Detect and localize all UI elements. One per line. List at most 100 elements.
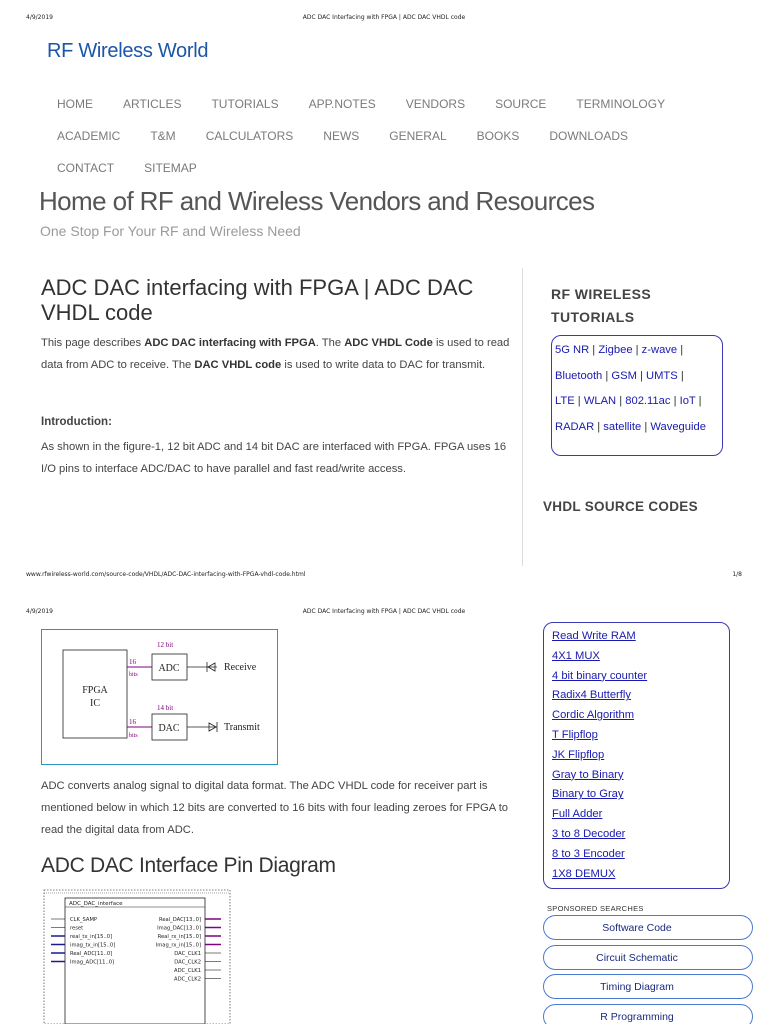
vhdl-link-radix4-butterfly[interactable]: Radix4 Butterfly xyxy=(552,689,631,702)
tutorial-link-wlan[interactable]: WLAN xyxy=(583,395,617,407)
vhdl-links-box: Read Write RAM 4X1 MUX 4 bit binary coun… xyxy=(543,622,730,889)
sponsored-software-code[interactable]: Software Code xyxy=(543,915,753,940)
nav-contact[interactable]: CONTACT xyxy=(57,161,115,175)
pin-imag-tx-in: imag_tx_in[15..0] xyxy=(70,943,115,949)
tutorial-link-umts[interactable]: UMTS xyxy=(646,369,678,382)
print-date: 4/9/2019 xyxy=(26,608,53,615)
pin-imag-adc: Imag_ADC[11..0] xyxy=(70,960,114,966)
column-divider xyxy=(522,268,523,566)
vhdl-link-4-bit-counter[interactable]: 4 bit binary counter xyxy=(552,669,648,682)
tutorial-link-iot[interactable]: IoT xyxy=(679,395,696,407)
vhdl-link-cordic[interactable]: Cordic Algorithm xyxy=(552,709,635,722)
nav-home[interactable]: HOME xyxy=(57,97,93,111)
nav-academic[interactable]: ACADEMIC xyxy=(57,129,121,143)
pin-real-tx-in: real_tx_in[15..0] xyxy=(70,934,112,940)
tutorial-link-radar[interactable]: RADAR xyxy=(555,420,595,433)
adc-bits-top: 12 bit xyxy=(157,641,173,649)
nav-vendors[interactable]: VENDORS xyxy=(405,97,466,111)
fpga-block xyxy=(62,649,128,739)
vhdl-source-codes-heading: VHDL SOURCE CODES xyxy=(543,499,698,514)
dac-label: DAC xyxy=(158,723,179,734)
nav-row-2: ACADEMIC T&M CALCULATORS NEWS GENERAL BO… xyxy=(57,120,697,152)
tutorial-link-satellite[interactable]: satellite xyxy=(603,420,642,433)
pin-dac-clk1: DAC_CLK1 xyxy=(174,951,201,957)
output-pins: Real_DAC[13..0] Imag_DAC[13..0] Real_rx_… xyxy=(156,917,221,983)
vhdl-link-4x1-mux[interactable]: 4X1 MUX xyxy=(552,649,600,662)
site-title[interactable]: RF Wireless World xyxy=(47,40,209,62)
dac-bus-2: bits xyxy=(129,733,138,739)
tutorials-heading: RF WIRELESS TUTORIALS xyxy=(551,286,652,325)
tutorial-link-802-11ac[interactable]: 802.11ac xyxy=(625,395,671,407)
nav-sitemap[interactable]: SITEMAP xyxy=(144,161,197,175)
pin-diagram-svg: ADC_DAC_interface CLK_SAMP reset real_tx… xyxy=(43,889,231,1024)
nav-books[interactable]: BOOKS xyxy=(476,129,520,143)
print-date: 4/9/2019 xyxy=(26,14,53,21)
nav-articles[interactable]: ARTICLES xyxy=(123,97,182,111)
vhdl-link-3-to-8-decoder[interactable]: 3 to 8 Decoder xyxy=(552,827,626,840)
nav-general[interactable]: GENERAL xyxy=(389,129,447,143)
sponsored-timing-diagram[interactable]: Timing Diagram xyxy=(543,974,753,999)
tutorial-link-z-wave[interactable]: z-wave xyxy=(641,344,678,356)
pin-reset: reset xyxy=(70,926,83,932)
nav-app-notes[interactable]: APP.NOTES xyxy=(308,97,376,111)
tutorial-link-waveguide[interactable]: Waveguide xyxy=(650,420,706,433)
block-diagram-svg: FPGA IC ADC 12 bit 16 bits Receive DAC 1… xyxy=(62,641,260,741)
nav-row-3: CONTACT SITEMAP xyxy=(57,152,697,184)
vhdl-link-full-adder[interactable]: Full Adder xyxy=(552,808,603,821)
nav-terminology[interactable]: TERMINOLOGY xyxy=(576,97,666,111)
nav-row-1: HOME ARTICLES TUTORIALS APP.NOTES VENDOR… xyxy=(57,88,697,120)
dac-bits-top: 14 bit xyxy=(157,704,173,712)
intro-text-1: This page describes xyxy=(41,337,145,349)
sponsored-circuit-schematic[interactable]: Circuit Schematic xyxy=(543,945,753,970)
pin-imag-dac: Imag_DAC[13..0] xyxy=(157,926,201,932)
vhdl-link-t-flipflop[interactable]: T Flipflop xyxy=(552,728,598,741)
pin-dac-clk2: DAC_CLK2 xyxy=(174,960,201,966)
tutorial-link-bluetooth[interactable]: Bluetooth xyxy=(555,369,603,382)
sponsored-searches-label: SPONSORED SEARCHES xyxy=(547,904,644,913)
article-title: ADC DAC interfacing with FPGA | ADC DAC … xyxy=(41,275,474,325)
site-subtagline: One Stop For Your RF and Wireless Need xyxy=(40,223,301,239)
print-page-number: 1/8 xyxy=(732,571,742,578)
adc-dac-block-diagram: FPGA IC ADC 12 bit 16 bits Receive DAC 1… xyxy=(41,629,278,765)
pin-adc-clk2: ADC_CLK2 xyxy=(174,977,201,983)
transmit-antenna-icon xyxy=(208,722,217,732)
nav-source[interactable]: SOURCE xyxy=(495,97,547,111)
tutorial-link-5g-nr[interactable]: 5G NR xyxy=(555,344,590,356)
print-url: www.rfwireless-world.com/source-code/VHD… xyxy=(26,571,306,578)
sponsored-r-programming[interactable]: R Programming xyxy=(543,1004,753,1024)
nav-calculators[interactable]: CALCULATORS xyxy=(205,129,294,143)
adc-label: ADC xyxy=(158,663,179,674)
tutorial-link-lte[interactable]: LTE xyxy=(555,395,575,407)
block-name: ADC_DAC_interface xyxy=(69,901,123,907)
vhdl-link-8-to-3-encoder[interactable]: 8 to 3 Encoder xyxy=(552,847,625,860)
adc-bus-1: 16 xyxy=(129,658,137,666)
intro-text-4: is used to write data to DAC for transmi… xyxy=(281,359,486,371)
fpga-label-1: FPGA xyxy=(82,685,108,696)
nav-t-and-m[interactable]: T&M xyxy=(150,129,176,143)
nav-news[interactable]: NEWS xyxy=(323,129,360,143)
adc-bus-2: bits xyxy=(129,672,138,678)
main-nav: HOME ARTICLES TUTORIALS APP.NOTES VENDOR… xyxy=(57,88,697,184)
vhdl-link-1x8-demux[interactable]: 1X8 DEMUX xyxy=(552,867,616,880)
pin-real-adc: Real_ADC[11..0] xyxy=(70,951,112,957)
tutorial-link-gsm[interactable]: GSM xyxy=(611,369,637,382)
dac-bus-1: 16 xyxy=(129,718,137,726)
vhdl-link-binary-to-gray[interactable]: Binary to Gray xyxy=(552,788,624,801)
tutorial-link-zigbee[interactable]: Zigbee xyxy=(598,344,633,356)
pin-imag-rx-in: Imag_rx_in[15..0] xyxy=(156,943,201,949)
nav-downloads[interactable]: DOWNLOADS xyxy=(549,129,629,143)
introduction-paragraph: As shown in the figure-1, 12 bit ADC and… xyxy=(41,441,507,475)
input-pins: CLK_SAMP reset real_tx_in[15..0] imag_tx… xyxy=(51,917,115,966)
vhdl-link-gray-to-binary[interactable]: Gray to Binary xyxy=(552,768,624,781)
interface-block xyxy=(64,897,206,1024)
transmit-label: Transmit xyxy=(224,722,260,733)
intro-bold-3: DAC VHDL code xyxy=(194,359,282,371)
receive-label: Receive xyxy=(224,662,257,673)
pin-real-dac: Real_DAC[13..0] xyxy=(159,917,201,923)
nav-tutorials[interactable]: TUTORIALS xyxy=(211,97,279,111)
vhdl-link-jk-flipflop[interactable]: JK Flipflop xyxy=(552,748,605,761)
intro-bold-1: ADC DAC interfacing with FPGA xyxy=(144,337,316,349)
intro-text-2: . The xyxy=(315,337,345,349)
pin-diagram: ADC_DAC_interface CLK_SAMP reset real_tx… xyxy=(43,888,231,1024)
vhdl-link-read-write-ram[interactable]: Read Write RAM xyxy=(552,630,636,642)
